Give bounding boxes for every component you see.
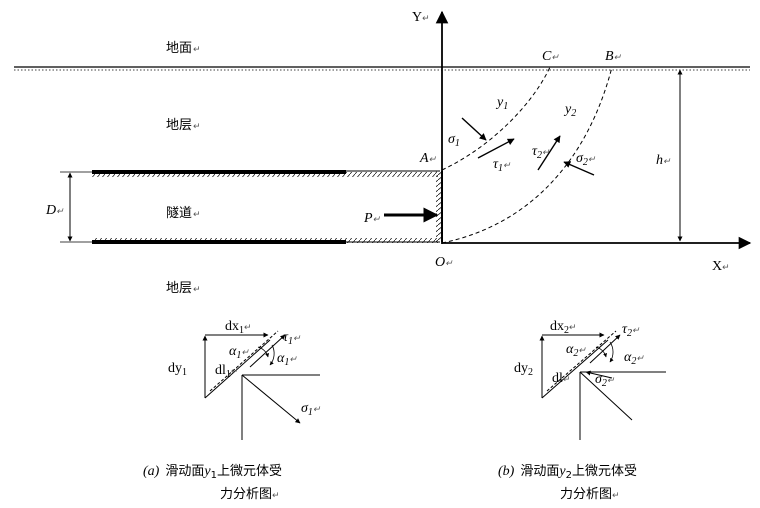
label-diameter-d: D	[45, 203, 56, 218]
panel-a-alpha-upper: α	[229, 344, 237, 359]
panel-b-sigma: σ	[595, 372, 603, 387]
svg-text:D↵: D↵	[45, 203, 64, 218]
svg-text:dx1↵: dx1↵	[225, 319, 252, 336]
svg-text:地层↵: 地层↵	[166, 281, 201, 296]
panel-a-caption-line1: (a)滑动面y1上微元体受	[143, 464, 282, 481]
label-tau2: τ	[532, 144, 538, 159]
label-ground: 地面	[166, 41, 192, 56]
svg-text:σ1↵: σ1↵	[301, 401, 321, 418]
label-load-p: P	[363, 211, 373, 226]
svg-text:隧道↵: 隧道↵	[166, 205, 201, 221]
svg-text:O↵: O↵	[435, 255, 453, 270]
svg-text:X↵: X↵	[712, 259, 730, 274]
sigma2-arrow	[563, 161, 595, 176]
svg-text:地面↵: 地面↵	[166, 41, 201, 56]
panel-a-dx: dx	[225, 319, 239, 334]
panel-b-dl: dl	[552, 371, 563, 386]
panel-a-element-diagram	[202, 330, 320, 440]
svg-text:σ2↵: σ2↵	[576, 151, 596, 168]
label-sigma1: σ	[448, 132, 456, 147]
label-axis-x: X	[712, 259, 722, 274]
label-height-h: h	[656, 153, 663, 168]
label-sigma2: σ	[576, 151, 584, 166]
svg-text:力分析图↵: 力分析图↵	[560, 487, 620, 502]
svg-text:σ2↵: σ2↵	[595, 372, 615, 389]
panel-b-caption-line1: (b)滑动面y2上微元体受	[498, 464, 637, 481]
svg-text:P↵: P↵	[363, 211, 381, 226]
svg-text:dl↵: dl↵	[552, 371, 570, 386]
svg-text:地层↵: 地层↵	[166, 118, 201, 133]
panel-b-alpha-lower: α	[624, 350, 632, 365]
label-origin-o: O	[435, 255, 445, 270]
svg-text:h↵: h↵	[656, 153, 671, 168]
label-tau1: τ	[493, 157, 499, 172]
label-point-c: C	[542, 49, 552, 64]
svg-text:C↵: C↵	[542, 49, 559, 64]
tunnel-lining	[92, 170, 443, 244]
svg-text:dl1↵: dl1↵	[215, 363, 238, 380]
svg-text:dy1: dy1	[168, 361, 187, 378]
panel-b-element-diagram	[539, 330, 666, 440]
label-point-b: B	[605, 49, 614, 64]
label-tunnel: 隧道	[166, 205, 192, 221]
svg-text:τ1↵: τ1↵	[493, 157, 511, 174]
label-stratum-lower: 地层	[166, 281, 192, 296]
svg-text:Y↵: Y↵	[412, 10, 430, 25]
svg-text:τ1↵: τ1↵	[283, 330, 301, 347]
tau2-arrow	[537, 135, 561, 171]
label-stratum-upper: 地层	[166, 118, 192, 133]
sliding-surface-y2	[441, 66, 613, 244]
panel-b-dy: dy	[514, 361, 528, 376]
label-axis-y: Y	[412, 10, 422, 25]
panel-b-alpha-upper: α	[566, 342, 574, 357]
svg-text:dx2↵: dx2↵	[550, 319, 577, 336]
svg-text:τ2↵: τ2↵	[532, 144, 550, 161]
svg-text:y1: y1	[495, 95, 508, 112]
panel-b-dx: dx	[550, 319, 564, 334]
svg-text:τ2↵: τ2↵	[622, 322, 640, 339]
svg-text:dy2: dy2	[514, 361, 533, 378]
label-point-a: A	[419, 151, 429, 166]
svg-text:A↵: A↵	[419, 151, 437, 166]
label-y1: y	[495, 95, 504, 110]
panel-a-sigma: σ	[301, 401, 309, 416]
svg-text:α2↵: α2↵	[566, 342, 586, 359]
label-y2: y	[563, 102, 572, 117]
svg-text:力分析图↵: 力分析图↵	[220, 487, 280, 502]
panel-a-caption-line2: 力分析图	[220, 487, 272, 502]
svg-text:α1↵: α1↵	[229, 344, 249, 361]
svg-text:α1↵: α1↵	[277, 351, 297, 368]
panel-a-tau: τ	[283, 330, 289, 345]
svg-text:σ1: σ1	[448, 132, 460, 149]
ground-surface	[14, 66, 750, 71]
sliding-surface-y1	[441, 66, 551, 171]
svg-text:B↵: B↵	[605, 49, 622, 64]
svg-text:y2: y2	[563, 102, 576, 119]
panel-a-dy: dy	[168, 361, 182, 376]
panel-a-alpha-lower: α	[277, 351, 285, 366]
panel-b-caption-line2: 力分析图	[560, 487, 612, 502]
panel-b-tau: τ	[622, 322, 628, 337]
panel-a-dl: dl	[215, 363, 226, 378]
tau1-arrow	[477, 138, 515, 159]
svg-text:α2↵: α2↵	[624, 350, 644, 367]
sigma1-arrow	[461, 117, 487, 141]
